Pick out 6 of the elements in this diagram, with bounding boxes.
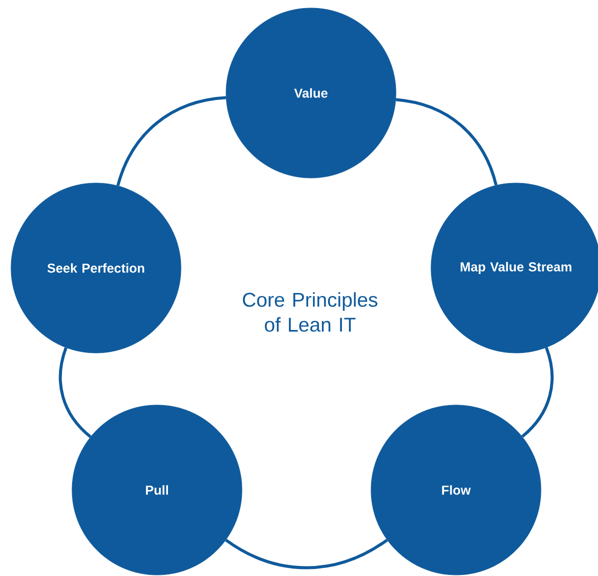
ring-arc (521, 347, 554, 438)
center-text: Core Principles of Lean IT (242, 292, 378, 332)
ring-arc (396, 98, 498, 186)
ring-arc (58, 347, 92, 438)
ring-arc (225, 538, 388, 570)
ring-arc (116, 96, 226, 186)
